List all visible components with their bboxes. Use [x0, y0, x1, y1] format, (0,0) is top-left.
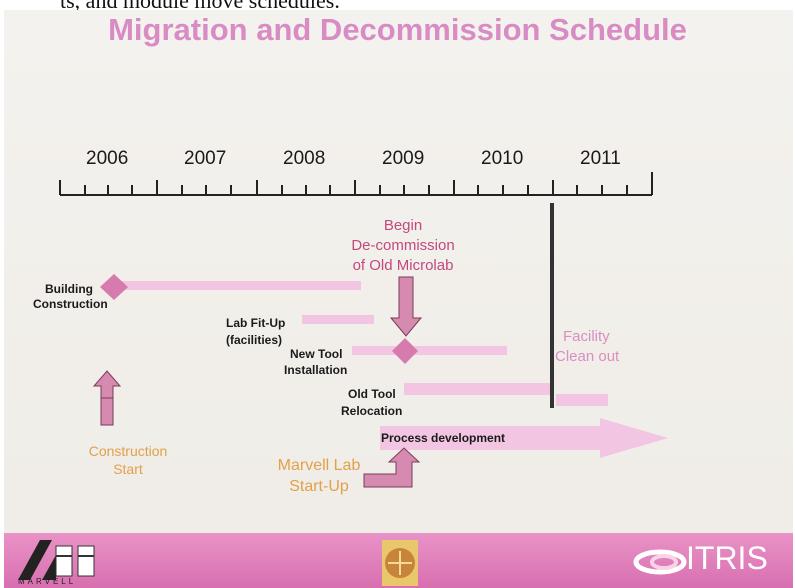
- construction-start-annotation: Construction: [88, 443, 168, 459]
- construction-start-annotation: Start: [113, 461, 143, 477]
- year-label: 2011: [580, 148, 621, 169]
- decommission-annotation: Begin: [383, 217, 423, 234]
- process-development-arrow: [380, 418, 668, 458]
- marvell-startup-arrow: [363, 447, 421, 488]
- decommission-annotation: De-commission: [351, 237, 455, 254]
- lab-fitup-bar: [302, 315, 374, 324]
- slide-title: Migration and Decommission Schedule: [108, 12, 687, 47]
- year-label: 2006: [86, 148, 129, 169]
- year-label: 2010: [481, 148, 524, 169]
- timeline-ticks: [59, 172, 653, 195]
- old-tool-relocation-bar: [404, 383, 550, 395]
- itris-logo-text: ITRIS: [686, 540, 768, 576]
- facility-cleanout-bar: [556, 394, 608, 406]
- decommission-arrow: [389, 276, 423, 337]
- year-label: 2007: [184, 148, 227, 169]
- labfit-label: (facilities): [226, 333, 283, 347]
- caption-fragment: ts, and module move schedules.: [60, 0, 340, 13]
- new-tool-diamond: [392, 338, 418, 364]
- footer-band: [4, 533, 793, 588]
- oldtool-label: Relocation: [341, 404, 403, 418]
- marvell-logo-text: MARVELL: [18, 577, 77, 586]
- year-label: 2009: [382, 148, 425, 169]
- oldtool-label: Old Tool: [348, 387, 396, 401]
- labfit-label: Lab Fit-Up: [226, 316, 286, 330]
- marvell-startup-annotation: Start-Up: [289, 478, 349, 495]
- newtool-label: Installation: [284, 363, 348, 377]
- year-label: 2008: [283, 148, 326, 169]
- building-construction-bar: [118, 281, 361, 290]
- newtool-label: New Tool: [290, 347, 343, 361]
- facility-annotation: Facility: [563, 328, 610, 345]
- building-label: Construction: [33, 297, 108, 311]
- building-construction-diamond: [100, 274, 128, 300]
- building-label: Building: [45, 282, 93, 296]
- decommission-annotation: of Old Microlab: [352, 257, 454, 274]
- construction-start-arrow-shaft: [100, 397, 114, 426]
- facility-annotation: Clean out: [555, 348, 620, 365]
- new-tool-installation-bar: [352, 346, 507, 355]
- marvell-startup-annotation: Marvell Lab: [277, 457, 361, 474]
- process-development-label: Process development: [381, 431, 506, 445]
